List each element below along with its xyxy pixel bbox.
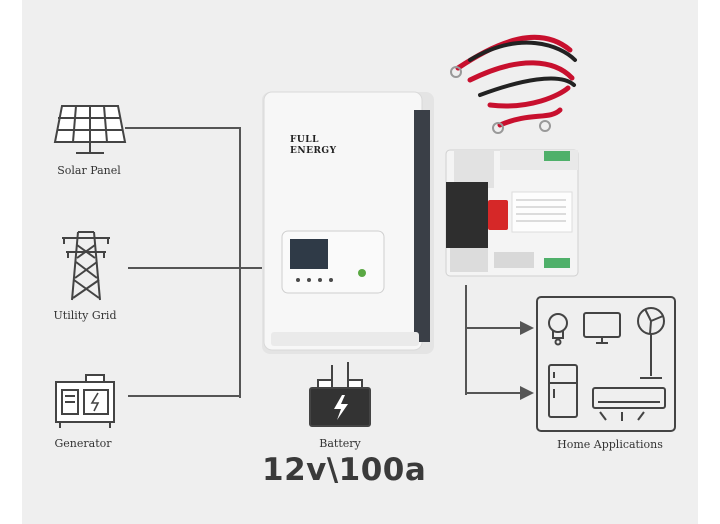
battery-cables bbox=[450, 34, 577, 134]
solar-panel-icon bbox=[53, 105, 127, 154]
solar-panel-label: Solar Panel bbox=[57, 164, 121, 177]
generator-label: Generator bbox=[54, 437, 112, 450]
brand-line-2: ENERGY bbox=[290, 146, 337, 156]
home-applications-label: Home Applications bbox=[557, 438, 663, 451]
battery-icon bbox=[309, 362, 371, 427]
home-appliances-icon bbox=[536, 296, 676, 432]
generator-icon bbox=[55, 374, 115, 428]
utility-grid-label: Utility Grid bbox=[53, 309, 117, 322]
inverter-brand-logo: FULL ENERGY bbox=[290, 135, 337, 157]
brand-line-1: FULL bbox=[290, 135, 319, 145]
arrow-heads bbox=[520, 321, 534, 400]
battery-label: Battery bbox=[319, 437, 361, 450]
inverter-unit bbox=[262, 91, 434, 354]
power-tower-icon bbox=[62, 231, 110, 301]
source-wires bbox=[125, 127, 265, 398]
battery-spec: 12v\100a bbox=[262, 452, 427, 488]
transfer-switch bbox=[445, 149, 579, 277]
output-wires bbox=[465, 285, 520, 395]
